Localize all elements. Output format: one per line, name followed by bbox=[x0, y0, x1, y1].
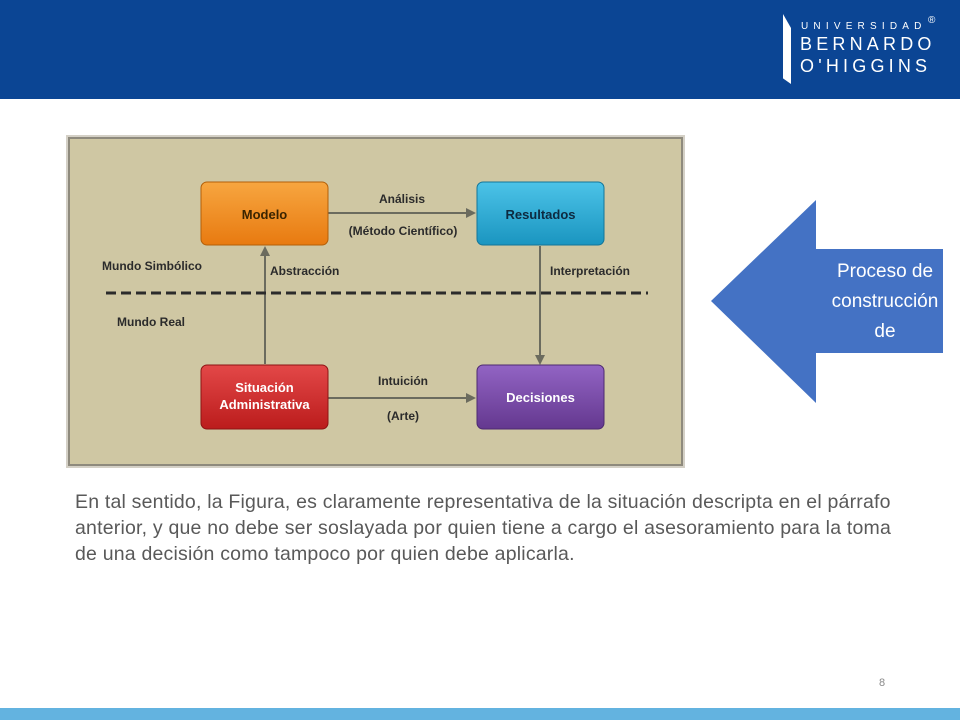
label-interpretacion: Interpretación bbox=[550, 264, 630, 278]
callout-arrow-polygon bbox=[711, 200, 943, 403]
node-situacion-label-2: Administrativa bbox=[219, 397, 310, 412]
node-decisiones-label: Decisiones bbox=[506, 390, 575, 405]
callout-arrow-shape bbox=[711, 200, 943, 403]
callout-line-1: Proceso de bbox=[836, 261, 934, 282]
label-mundo-simbolico: Mundo Simbólico bbox=[102, 259, 202, 273]
body-paragraph: En tal sentido, la Figura, es claramente… bbox=[75, 491, 892, 565]
logo-top-line: UNIVERSIDAD bbox=[801, 21, 927, 32]
label-arte: (Arte) bbox=[387, 409, 419, 423]
node-situacion-label-1: Situación bbox=[235, 380, 294, 395]
page-number: 8 bbox=[878, 677, 886, 689]
logo-mark bbox=[783, 14, 791, 84]
footer-bar bbox=[0, 708, 960, 720]
callout-line-2: construcción de bbox=[831, 291, 939, 342]
logo-name-line1: BERNARDO bbox=[800, 34, 936, 54]
diagram-canvas: Modelo Resultados Situación Administrati… bbox=[68, 137, 683, 466]
callout-arrow bbox=[711, 200, 943, 404]
node-resultados-label: Resultados bbox=[505, 207, 575, 222]
logo-name-line2: O'HIGGINS bbox=[800, 56, 932, 76]
label-intuicion: Intuición bbox=[378, 374, 428, 388]
node-modelo-label: Modelo bbox=[242, 207, 288, 222]
label-abstraccion: Abstracción bbox=[270, 264, 339, 278]
model-diagram: Modelo Resultados Situación Administrati… bbox=[66, 135, 685, 468]
registered-mark: ® bbox=[928, 15, 936, 26]
node-modelo bbox=[200, 181, 329, 246]
label-analisis: Análisis bbox=[379, 192, 425, 206]
label-mundo-real: Mundo Real bbox=[117, 315, 185, 329]
callout-text: Proceso de construcción de un modelo bbox=[826, 257, 944, 377]
label-metodo: (Método Científico) bbox=[349, 224, 458, 238]
node-situacion bbox=[200, 364, 329, 430]
university-logo: UNIVERSIDAD BERNARDO O'HIGGINS ® bbox=[783, 12, 948, 87]
node-decisiones bbox=[476, 364, 605, 430]
callout-line-3: un modelo bbox=[840, 351, 930, 372]
node-resultados bbox=[476, 181, 605, 246]
header-bar: UNIVERSIDAD BERNARDO O'HIGGINS ® bbox=[0, 0, 960, 99]
